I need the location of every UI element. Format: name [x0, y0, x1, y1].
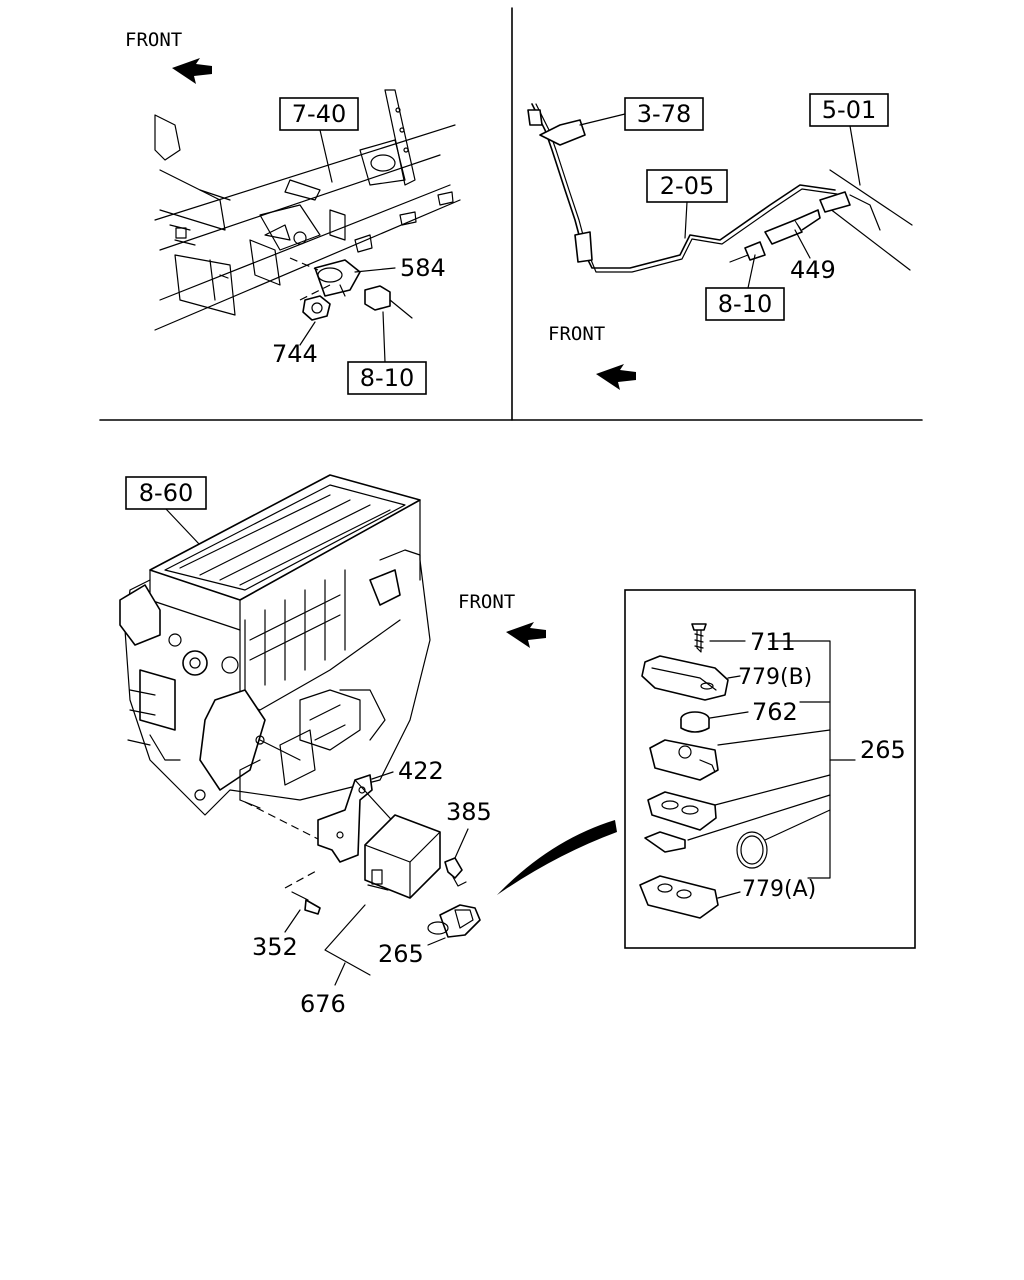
ref-label-7-40: 7-40	[292, 100, 346, 128]
part-number-422: 422	[398, 757, 444, 785]
front-arrow-icon	[596, 364, 636, 390]
part-number-352: 352	[252, 933, 298, 961]
leader-352	[284, 909, 301, 933]
leader-3-78	[579, 113, 626, 126]
ref-label-2-05: 2-05	[660, 172, 714, 200]
part-number-385: 385	[446, 798, 492, 826]
ref-label-5-01: 5-01	[822, 96, 876, 124]
top-right-panel: 449 3-78 5-01 2-05 8-10 FRONT	[527, 93, 913, 390]
cover-779b-drawing	[641, 655, 729, 701]
leader-8-10-right	[747, 254, 756, 289]
bracket-3-78	[539, 119, 586, 146]
ref-label-8-10-right: 8-10	[718, 290, 772, 318]
leader-449	[794, 229, 811, 259]
leader-422	[371, 771, 394, 780]
ref-box-8-10-right[interactable]	[705, 287, 785, 321]
connector-drawing	[364, 285, 413, 319]
case-parts-drawing	[639, 739, 768, 919]
part-number-449: 449	[790, 256, 836, 284]
part-number-762: 762	[752, 698, 798, 726]
control-module-drawing	[364, 814, 441, 899]
cable-2-05	[531, 103, 836, 269]
front-arrow-icon	[506, 622, 546, 648]
part-number-779b: 779(B)	[738, 665, 812, 690]
ref-box-8-10-left[interactable]	[347, 361, 427, 395]
front-arrow-icon	[172, 58, 212, 84]
leader-7-40	[319, 129, 333, 183]
leader-744	[299, 321, 316, 346]
leader-connector	[382, 311, 386, 363]
leader-2-05	[684, 201, 688, 239]
leader-5-01	[849, 125, 861, 186]
bracket-422-drawing	[317, 774, 411, 863]
ref-box-5-01[interactable]	[809, 93, 889, 127]
remote-key-drawing	[427, 904, 481, 938]
leader-584	[354, 267, 396, 273]
part-number-744: 744	[272, 340, 318, 368]
screw-711-drawing	[691, 623, 707, 653]
sensor-449-drawing	[729, 209, 821, 263]
ref-label-8-60: 8-60	[139, 479, 193, 507]
leader-265-remote	[427, 937, 446, 946]
part-number-711: 711	[750, 628, 796, 656]
part-number-676: 676	[300, 990, 346, 1018]
leader-8-60	[165, 508, 201, 546]
sensor-584-drawing	[289, 257, 361, 297]
bottom-panel: 8-60	[119, 474, 916, 1018]
bolt-385-drawing	[444, 857, 467, 887]
ref-label-3-78: 3-78	[637, 100, 691, 128]
top-left-panel: FRONT	[125, 29, 461, 395]
nut-744-drawing	[299, 284, 331, 321]
part-number-584: 584	[400, 254, 446, 282]
cross-member-drawing	[154, 89, 461, 331]
ref-label-8-10-left: 8-10	[360, 364, 414, 392]
detail-callout-arrow	[497, 820, 617, 895]
leader-385	[454, 828, 469, 859]
front-label-top-right: FRONT	[548, 323, 605, 345]
ref-box-8-60[interactable]	[125, 476, 207, 510]
front-label-bottom: FRONT	[458, 591, 515, 613]
part-number-265-remote: 265	[378, 940, 424, 968]
part-number-779a: 779(A)	[742, 877, 816, 902]
screw-352-drawing	[284, 869, 321, 915]
battery-762-drawing	[680, 711, 710, 733]
hvac-unit-drawing	[119, 474, 431, 841]
front-label-top-left: FRONT	[125, 29, 182, 51]
ref-box-2-05[interactable]	[646, 169, 728, 203]
part-number-265-group: 265	[860, 736, 906, 764]
leader-676	[324, 904, 371, 976]
ref-box-7-40[interactable]	[279, 97, 359, 131]
